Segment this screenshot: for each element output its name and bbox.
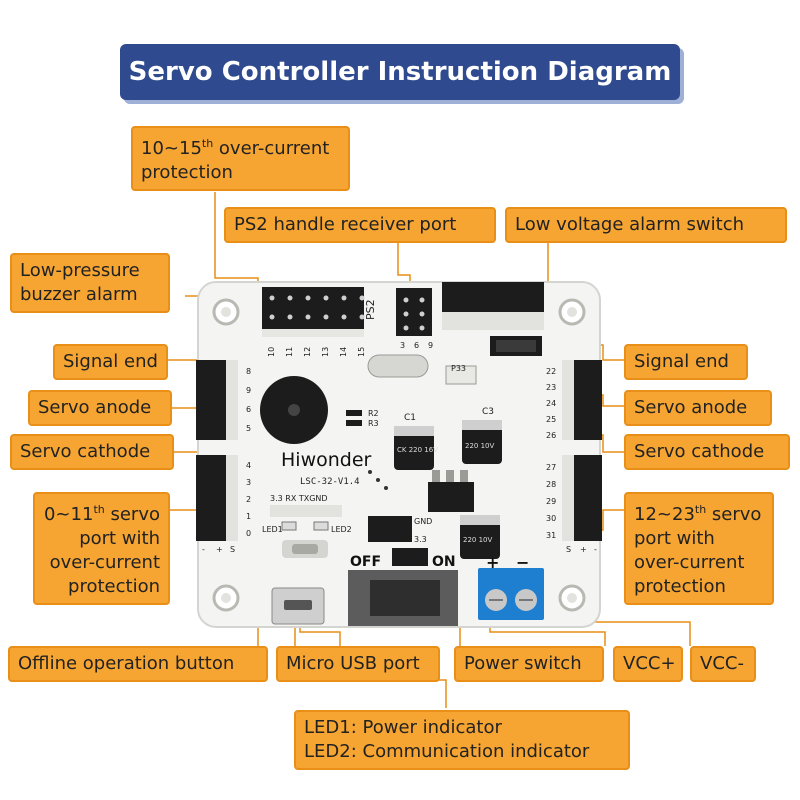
- pin-polarity-right-2: -: [594, 545, 597, 554]
- label-power-switch: Power switch: [454, 646, 604, 682]
- pin-number-top-14: 14: [339, 347, 348, 357]
- label-port-12-23-text: servo port with over-current protection: [634, 504, 762, 597]
- pin-number-right-28: 28: [546, 480, 556, 489]
- label-vcc-plus: VCC+: [613, 646, 683, 682]
- minus-silk: −: [516, 553, 529, 572]
- pin-number-right-22: 22: [546, 367, 556, 376]
- label-overcurrent-10-15-sup: th: [201, 137, 214, 150]
- r3-silk: R3: [368, 419, 379, 428]
- r2-silk: R2: [368, 409, 379, 418]
- plus-silk: +: [486, 553, 499, 572]
- label-port-0-11-num: 0~11: [43, 504, 94, 525]
- pin-number-top-11: 11: [285, 347, 294, 357]
- led1-silk: LED1: [262, 525, 283, 534]
- c3-silk: C3: [482, 407, 494, 417]
- pin-polarity-left-0: -: [202, 545, 205, 554]
- label-port-12-23-num: 12~23: [634, 504, 695, 525]
- off-silk: OFF: [350, 554, 381, 570]
- title-banner: Servo Controller Instruction Diagram: [120, 44, 680, 100]
- pin-number-right-26: 26: [546, 431, 556, 440]
- pin-number-left-0: 0: [246, 529, 251, 538]
- label-overcurrent-10-15-num: 10~15: [141, 138, 202, 159]
- pin-number-ps2-3: 3: [400, 341, 405, 350]
- label-port-12-23-sup: th: [694, 503, 707, 516]
- pin-number-right-23: 23: [546, 383, 556, 392]
- label-offline-button: Offline operation button: [8, 646, 268, 682]
- label-led-indicators: LED1: Power indicator LED2: Communicatio…: [294, 710, 630, 770]
- label-port-0-11: 0~11th servo port with over-current prot…: [33, 492, 170, 605]
- label-micro-usb: Micro USB port: [276, 646, 440, 682]
- label-port-0-11-text: servo port with over-current protection: [49, 504, 160, 597]
- pin-number-left-6: 6: [246, 405, 251, 414]
- c1-silk: C1: [404, 413, 416, 423]
- pin-number-right-30: 30: [546, 514, 556, 523]
- p33-silk: P33: [451, 364, 466, 373]
- pin-polarity-left-2: S: [230, 545, 235, 554]
- model-silk: LSC-32-V1.4: [300, 477, 360, 487]
- label-low-voltage-switch: Low voltage alarm switch: [505, 207, 787, 243]
- pin-number-left-4: 4: [246, 461, 251, 470]
- label-port-0-11-sup: th: [93, 503, 105, 516]
- cap-bottom-text: 220 10V: [463, 536, 492, 544]
- pin-number-left-5: 5: [246, 424, 251, 433]
- label-led2: LED2: Communication indicator: [304, 741, 590, 762]
- pin-number-top-12: 12: [303, 347, 312, 357]
- pin-number-left-8: 8: [246, 367, 251, 376]
- label-anode-right: Servo anode: [624, 390, 772, 426]
- pin-number-right-29: 29: [546, 497, 556, 506]
- pin-polarity-right-0: S: [566, 545, 571, 554]
- v33-silk: 3.3: [414, 535, 427, 544]
- label-anode-left: Servo anode: [28, 390, 172, 426]
- pin-number-left-3: 3: [246, 478, 251, 487]
- title-text: Servo Controller Instruction Diagram: [128, 57, 672, 87]
- uart-silk: 3.3 RX TXGND: [270, 494, 328, 503]
- pin-number-left-1: 1: [246, 512, 251, 521]
- label-led1: LED1: Power indicator: [304, 717, 502, 738]
- brand-silk: Hiwonder: [281, 449, 372, 471]
- label-signal-right: Signal end: [624, 344, 748, 380]
- label-port-12-23: 12~23th servo port with over-current pro…: [624, 492, 774, 605]
- pin-number-top-15: 15: [357, 347, 366, 357]
- label-ps2-receiver: PS2 handle receiver port: [224, 207, 496, 243]
- pin-polarity-right-1: +: [580, 545, 587, 554]
- pin-number-right-31: 31: [546, 531, 556, 540]
- cap-c1-text: CK 220 16V: [397, 446, 438, 454]
- label-cathode-left: Servo cathode: [10, 434, 174, 470]
- pin-number-top-13: 13: [321, 347, 330, 357]
- label-overcurrent-10-15: 10~15th over-current protection: [131, 126, 350, 191]
- controller-board: Hiwonder LSC-32-V1.4 PS2 P33 OFF ON GND …: [196, 281, 602, 628]
- label-cathode-right: Servo cathode: [624, 434, 790, 470]
- pin-number-right-24: 24: [546, 399, 556, 408]
- led2-silk: LED2: [331, 525, 352, 534]
- label-buzzer: Low-pressure buzzer alarm: [10, 253, 170, 313]
- pin-number-left-9: 9: [246, 386, 251, 395]
- label-signal-left: Signal end: [53, 344, 168, 380]
- label-overcurrent-10-15-text: over-current protection: [141, 138, 330, 183]
- on-silk: ON: [432, 554, 456, 570]
- ps2-silk: PS2: [364, 299, 377, 320]
- pin-number-left-2: 2: [246, 495, 251, 504]
- pin-polarity-left-1: +: [216, 545, 223, 554]
- gnd-silk: GND: [414, 517, 432, 526]
- pin-number-ps2-6: 6: [414, 341, 419, 350]
- pin-number-right-25: 25: [546, 415, 556, 424]
- pin-number-right-27: 27: [546, 463, 556, 472]
- pin-number-top-10: 10: [267, 347, 276, 357]
- label-vcc-minus: VCC-: [690, 646, 756, 682]
- cap-c3-text: 220 10V: [465, 442, 494, 450]
- pin-number-ps2-9: 9: [428, 341, 433, 350]
